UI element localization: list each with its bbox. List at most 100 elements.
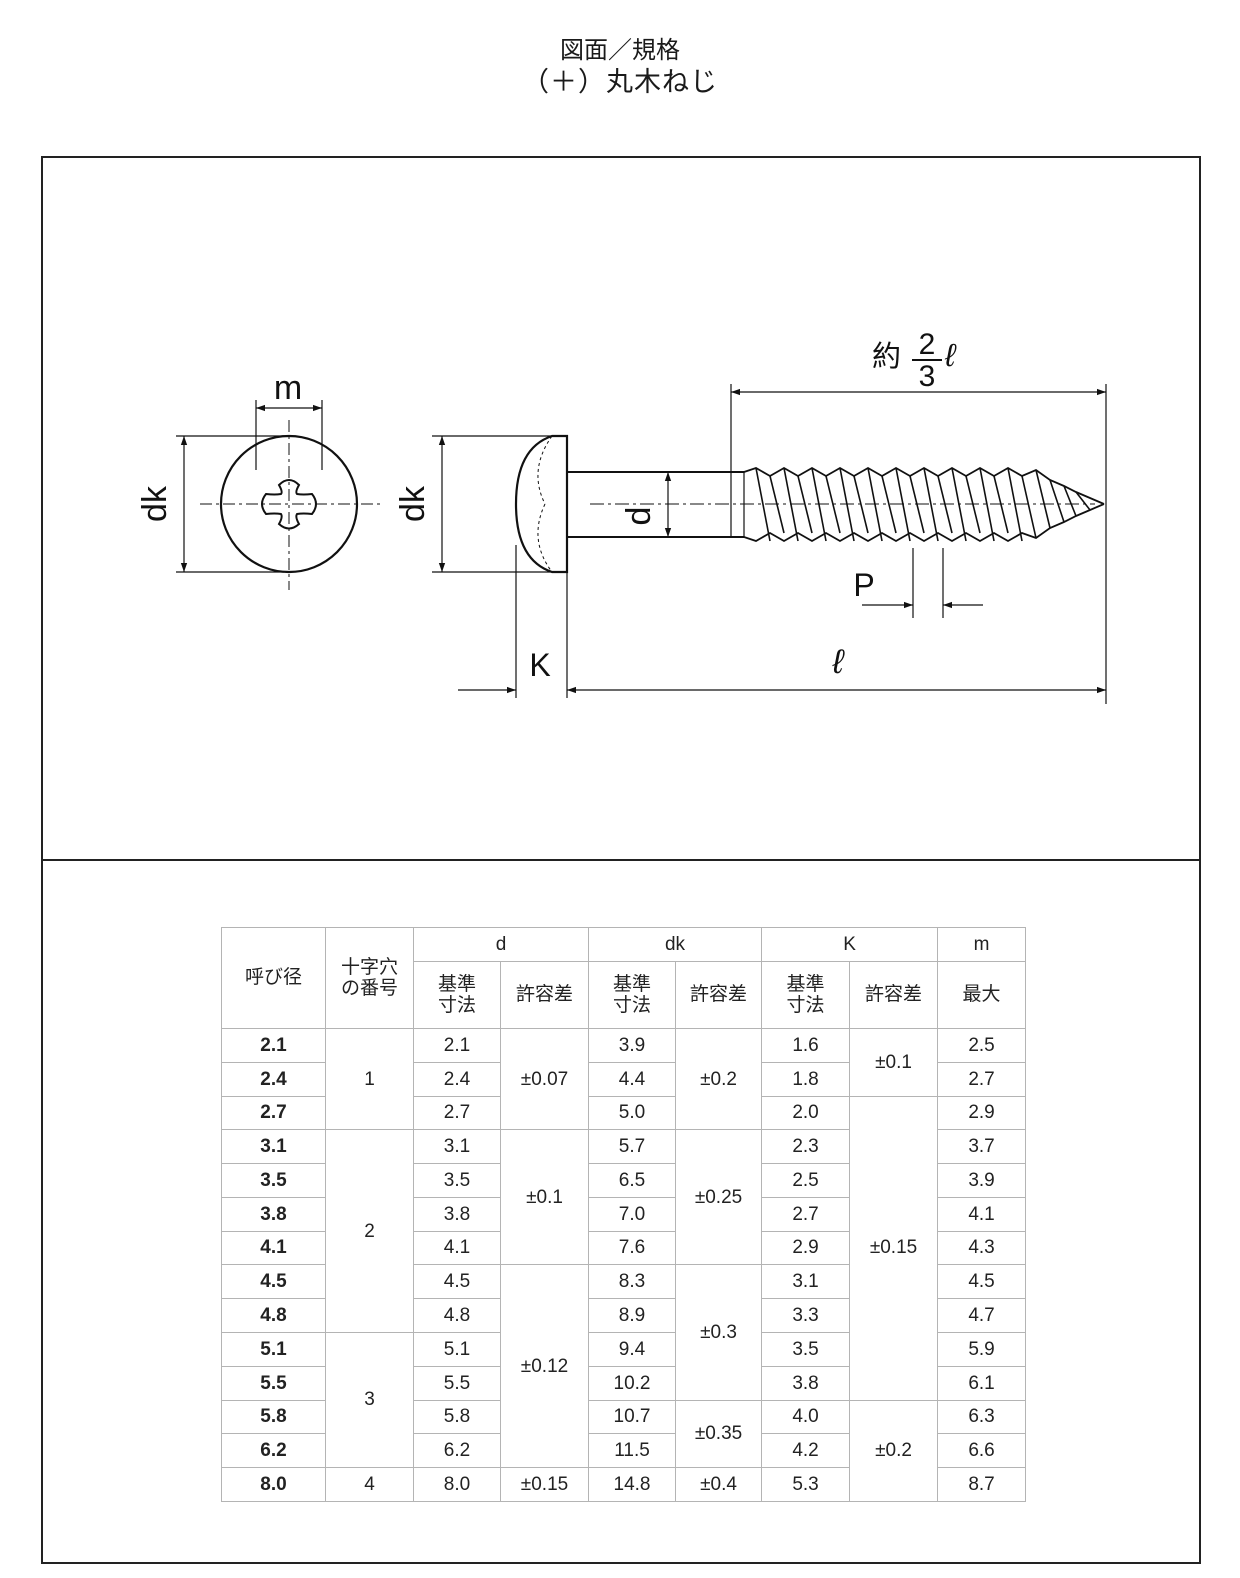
k-basic-cell: 2.5 bbox=[761, 1163, 851, 1198]
dk-basic-cell: 7.0 bbox=[588, 1196, 677, 1232]
k-basic-cell: 2.9 bbox=[761, 1230, 851, 1266]
m-max-cell: 6.1 bbox=[937, 1365, 1027, 1401]
dk-basic-cell: 6.5 bbox=[588, 1163, 677, 1198]
header-dk-basic: 基準寸法 bbox=[588, 961, 677, 1029]
header-d: d bbox=[412, 927, 590, 962]
nominal-cell: 4.5 bbox=[221, 1264, 326, 1300]
k-basic-cell: 2.3 bbox=[761, 1129, 851, 1165]
k-basic-cell: 3.1 bbox=[761, 1264, 851, 1300]
dk-basic-cell: 4.4 bbox=[588, 1061, 677, 1097]
k-basic-cell: 4.0 bbox=[761, 1399, 851, 1435]
l-dim-label: ℓ bbox=[832, 643, 846, 681]
table-row: 2.4 2.4 4.4 1.8 2.7 bbox=[221, 1061, 1027, 1097]
page-title: 図面／規格 bbox=[560, 36, 680, 64]
dk-basic-cell: 9.4 bbox=[588, 1332, 677, 1367]
d-basic-cell: 8.0 bbox=[413, 1467, 501, 1502]
basic-line2: 寸法 bbox=[613, 995, 652, 1016]
header-m: m bbox=[937, 927, 1027, 962]
nominal-cell: 5.1 bbox=[221, 1332, 326, 1367]
header-recess-line1: 十字穴 bbox=[340, 956, 398, 978]
nominal-cell: 3.1 bbox=[221, 1129, 326, 1165]
table-row: 4.5 4.5 ±0.12 8.3 ±0.3 3.1 4.5 bbox=[221, 1264, 1027, 1469]
m-dim-label: m bbox=[274, 369, 302, 407]
d-basic-cell: 3.5 bbox=[413, 1163, 501, 1198]
m-max-cell: 3.7 bbox=[937, 1129, 1027, 1165]
header-nominal: 呼び径 bbox=[221, 927, 326, 1029]
screw-drawing: m dk bbox=[136, 328, 1107, 704]
table-row: 2.7 2.7 5.0 2.0 ±0.15 2.9 bbox=[221, 1095, 1027, 1401]
header-row-1: 呼び径 十字穴 の番号 d dk K m bbox=[221, 927, 1027, 1029]
table-row: 5.8 5.8 10.7 ±0.35 4.0 ±0.2 6.3 bbox=[221, 1399, 1027, 1503]
k-basic-cell: 4.2 bbox=[761, 1433, 851, 1469]
basic-line1: 基準 bbox=[613, 973, 652, 995]
d-basic-cell: 2.4 bbox=[413, 1061, 501, 1097]
header-d-tol: 許容差 bbox=[499, 961, 590, 1029]
recess-cell: 4 bbox=[325, 1467, 414, 1502]
dk-basic-cell: 14.8 bbox=[588, 1467, 677, 1502]
d-basic-cell: 4.8 bbox=[413, 1298, 501, 1334]
m-max-cell: 2.5 bbox=[937, 1028, 1027, 1063]
header-k-tol: 許容差 bbox=[849, 961, 939, 1029]
k-basic-cell: 5.3 bbox=[761, 1467, 851, 1502]
nominal-cell: 2.1 bbox=[221, 1028, 326, 1063]
table-row: 8.0 4 8.0 ±0.15 14.8 ±0.4 5.3 8.7 bbox=[221, 1467, 1027, 1502]
basic-line2: 寸法 bbox=[437, 995, 476, 1016]
d-basic-cell: 6.2 bbox=[413, 1433, 501, 1469]
dk-tol-cell: ±0.35 bbox=[675, 1399, 763, 1469]
dk-tol-cell: ±0.4 bbox=[675, 1467, 763, 1502]
dk-tol-cell: ±0.25 bbox=[675, 1129, 763, 1266]
approx-label: 約 bbox=[872, 340, 901, 373]
product-name: （＋）丸木ねじ bbox=[522, 67, 718, 98]
header-k: K bbox=[761, 927, 939, 962]
d-basic-cell: 4.5 bbox=[413, 1264, 501, 1300]
dk-basic-cell: 11.5 bbox=[588, 1433, 677, 1469]
d-basic-cell: 5.8 bbox=[413, 1399, 501, 1435]
nominal-cell: 4.1 bbox=[221, 1230, 326, 1266]
dk-basic-cell: 3.9 bbox=[588, 1028, 677, 1063]
dk-basic-cell: 10.7 bbox=[588, 1399, 677, 1435]
dk-basic-cell: 5.0 bbox=[588, 1095, 677, 1131]
dk-basic-cell: 5.7 bbox=[588, 1129, 677, 1165]
header-k-basic: 基準寸法 bbox=[761, 961, 851, 1029]
dk-tol-cell: ±0.3 bbox=[675, 1264, 763, 1401]
k-basic-cell: 3.5 bbox=[761, 1332, 851, 1367]
d-basic-cell: 4.1 bbox=[413, 1230, 501, 1266]
dk-basic-cell: 7.6 bbox=[588, 1230, 677, 1266]
head-top-view bbox=[176, 400, 380, 590]
header-m-max: 最大 bbox=[937, 961, 1027, 1029]
recess-cell: 2 bbox=[325, 1129, 414, 1334]
d-basic-cell: 3.1 bbox=[413, 1129, 501, 1165]
m-max-cell: 4.1 bbox=[937, 1196, 1027, 1232]
nominal-cell: 5.5 bbox=[221, 1365, 326, 1401]
m-max-cell: 4.5 bbox=[937, 1264, 1027, 1300]
k-basic-cell: 3.3 bbox=[761, 1298, 851, 1334]
table-row: 4.1 4.1 7.6 2.9 4.3 bbox=[221, 1230, 1027, 1266]
header-recess-line2: の番号 bbox=[340, 978, 398, 999]
k-basic-cell: 2.7 bbox=[761, 1196, 851, 1232]
m-max-cell: 2.9 bbox=[937, 1095, 1027, 1131]
k-basic-cell: 2.0 bbox=[761, 1095, 851, 1131]
dk-basic-cell: 8.9 bbox=[588, 1298, 677, 1334]
dk-basic-cell: 8.3 bbox=[588, 1264, 677, 1300]
d-dim-label: d bbox=[620, 507, 658, 526]
table-row: 2.1 1 2.1 ±0.07 3.9 ±0.2 1.6 ±0.1 2.5 bbox=[221, 1027, 1027, 1131]
k-basic-cell: 1.8 bbox=[761, 1061, 851, 1097]
basic-line1: 基準 bbox=[437, 973, 476, 995]
k-dim-label: K bbox=[529, 647, 550, 683]
nominal-cell: 2.4 bbox=[221, 1061, 326, 1097]
k-tol-cell: ±0.1 bbox=[849, 1028, 939, 1097]
recess-cell: 3 bbox=[325, 1332, 414, 1469]
nominal-cell: 8.0 bbox=[221, 1467, 326, 1502]
m-max-cell: 2.7 bbox=[937, 1061, 1027, 1097]
dk-basic-cell: 10.2 bbox=[588, 1365, 677, 1401]
m-max-cell: 4.7 bbox=[937, 1298, 1027, 1334]
d-tol-cell: ±0.1 bbox=[499, 1129, 590, 1266]
d-basic-cell: 3.8 bbox=[413, 1196, 501, 1232]
phillips-recess-icon bbox=[261, 479, 317, 530]
m-max-cell: 8.7 bbox=[937, 1467, 1027, 1502]
k-basic-cell: 3.8 bbox=[761, 1365, 851, 1401]
d-tol-cell: ±0.07 bbox=[499, 1027, 590, 1131]
nominal-cell: 6.2 bbox=[221, 1433, 326, 1469]
m-max-cell: 4.3 bbox=[937, 1230, 1027, 1266]
m-max-cell: 5.9 bbox=[937, 1332, 1027, 1367]
